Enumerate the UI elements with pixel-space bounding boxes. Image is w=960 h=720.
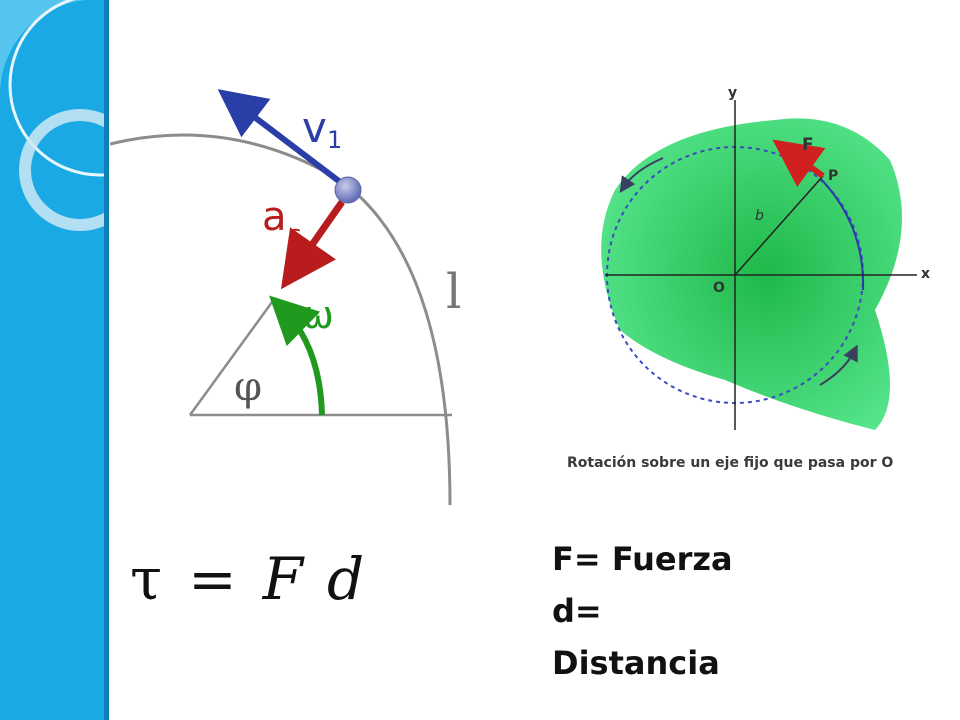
force-variable: F [262, 545, 303, 613]
velocity-arrow [217, 89, 350, 191]
omega-arrow [269, 295, 325, 416]
acceleration-label: a [262, 194, 287, 240]
x-axis-label: x [921, 266, 930, 282]
force-label: F [802, 135, 814, 155]
path-arc [819, 177, 865, 291]
origin-label: O [713, 280, 725, 296]
rigid-body [601, 118, 902, 431]
velocity-label: v [302, 103, 327, 152]
lever-arm [734, 175, 824, 276]
force-arrow [772, 139, 826, 188]
rotation-arrow-bottom [819, 344, 858, 386]
ring-top-fill [0, 0, 104, 95]
equals-sign: = [188, 545, 237, 613]
legend-distance-key: d= [552, 592, 602, 630]
sidebar-edge [104, 0, 109, 720]
circular-motion-diagram: v 1 a c ω φ l [110, 89, 461, 505]
velocity-subscript: 1 [327, 126, 342, 154]
acceleration-arrow [280, 199, 345, 290]
point-label: P [828, 168, 838, 184]
radius-label: l [446, 264, 461, 320]
radius-angled-line [188, 297, 277, 416]
ring-middle [19, 109, 104, 231]
ring-top [8, 0, 104, 177]
angle-label: φ [234, 364, 262, 410]
lever-label: b [755, 208, 764, 224]
y-axis-label: y [728, 85, 737, 101]
rigid-body-rotation-diagram: y x O P F b Rotación sobre un eje fijo q… [567, 85, 930, 471]
circle-arc [110, 133, 452, 505]
sidebar-rings [0, 0, 104, 231]
particle [334, 176, 362, 204]
figure-caption: Rotación sobre un eje fijo que pasa por … [567, 455, 893, 471]
acceleration-subscript: c [288, 220, 301, 248]
variable-legend: F= Fuerza d= Distancia [552, 533, 852, 689]
rotation-arrow-top [619, 157, 664, 193]
distance-variable: d [326, 545, 365, 613]
legend-force: F= Fuerza [552, 540, 733, 578]
tau-symbol: τ [130, 545, 163, 613]
omega-label: ω [302, 293, 334, 337]
sidebar-decoration [0, 0, 104, 720]
legend-distance-value: Distancia [552, 644, 720, 682]
